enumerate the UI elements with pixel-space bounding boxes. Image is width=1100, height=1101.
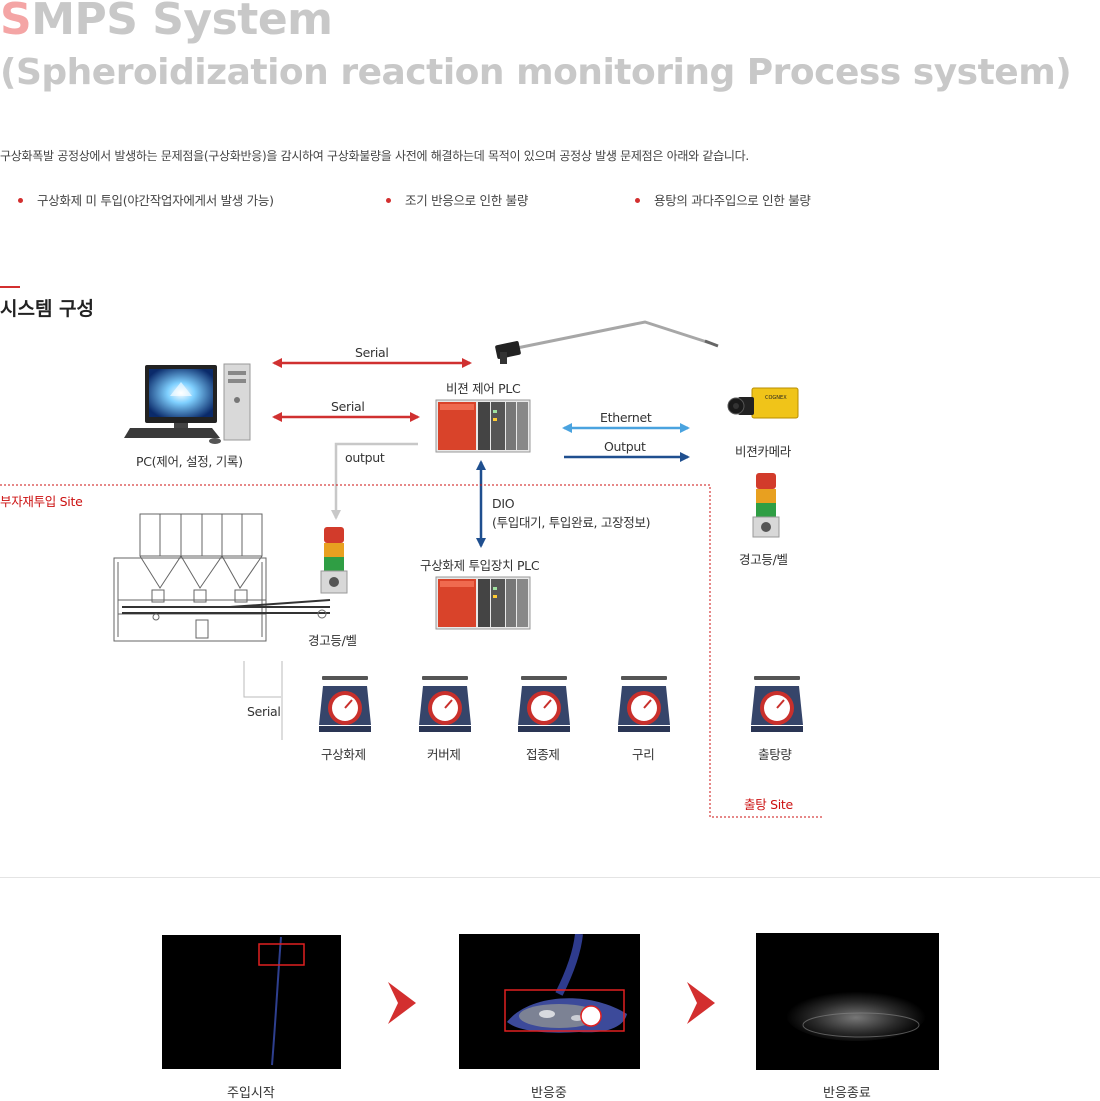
- signal-tower-icon: [752, 473, 780, 538]
- scale-label-inoculant: 접종제: [526, 747, 560, 762]
- bullet-dot-icon: [18, 198, 23, 203]
- system-diagram: COGNEX: [0, 320, 823, 818]
- step-caption-reacting: 반응중: [531, 1086, 567, 1101]
- warn-left-label: 경고등/벨: [308, 633, 357, 648]
- scale-label-cover: 커버제: [427, 747, 461, 762]
- serial-bottom-label: Serial: [247, 704, 281, 719]
- vision-plc-label: 비젼 제어 PLC: [446, 381, 521, 396]
- process-frame-start: [162, 935, 341, 1069]
- chevron-right-icon: [388, 982, 416, 1024]
- serial-top-label: Serial: [355, 345, 389, 360]
- output-right-label: Output: [604, 439, 646, 454]
- step-caption-start: 주입시작: [227, 1086, 275, 1101]
- site-material-label: 부자재투입 Site: [0, 494, 83, 509]
- scale-label-copper: 구리: [632, 747, 655, 762]
- site-tapping-label: 출탕 Site: [744, 797, 793, 812]
- plc-icon: [435, 576, 531, 630]
- step-caption-end: 반응종료: [823, 1086, 871, 1101]
- weighing-scale-icon: [751, 676, 803, 732]
- bullet-dot-icon: [386, 198, 391, 203]
- intro-text: 구상화폭발 공정상에서 발생하는 문제점을(구상화반응)을 감시하여 구상화불량…: [0, 149, 749, 163]
- tapping-scale: [751, 676, 803, 732]
- plc-icon: [435, 399, 531, 453]
- issue-item: 용탕의 과다주입으로 인한 불량: [635, 190, 811, 209]
- camera-brand: COGNEX: [765, 395, 787, 401]
- chevron-right-icon: [687, 982, 715, 1024]
- signal-tower-icon: [320, 527, 348, 594]
- title-accent-letter: S: [0, 0, 32, 45]
- vision-camera-label: 비젼카메라: [735, 444, 792, 459]
- section-accent-bar: [0, 286, 20, 288]
- weighing-scale-icon: [319, 676, 371, 732]
- desktop-pc-icon: [124, 363, 251, 444]
- issue-item: 조기 반응으로 인한 불량: [386, 190, 528, 209]
- weighing-scale-icon: [618, 676, 670, 732]
- dio-detail-label: (투입대기, 투입완료, 고장정보): [492, 515, 651, 530]
- section-divider: [0, 877, 1100, 878]
- process-frame-reacting: [459, 934, 640, 1069]
- serial-mid-label: Serial: [331, 399, 365, 414]
- dosing-plc-label: 구상화제 투입장치 PLC: [420, 558, 540, 573]
- weighing-scale-icon: [518, 676, 570, 732]
- output-left-label: output: [345, 450, 385, 465]
- site-boundary-line: [0, 484, 823, 818]
- issue-item: 구상화제 미 투입(야간작업자에게서 발생 가능): [18, 190, 274, 209]
- hopper-machine-icon: [113, 513, 331, 642]
- weighing-scale-icon: [419, 676, 471, 732]
- bullet-dot-icon: [635, 198, 640, 203]
- scale-label-spheroidizer: 구상화제: [321, 747, 366, 762]
- vision-camera-icon: [727, 387, 799, 419]
- pc-label: PC(제어, 설정, 기록): [136, 454, 243, 469]
- temperature-probe-icon: [495, 320, 719, 364]
- warn-right-label: 경고등/벨: [739, 552, 788, 567]
- section-title: 시스템 구성: [0, 298, 95, 320]
- page-subtitle: (Spheroidization reaction monitoring Pro…: [0, 52, 1072, 93]
- title-line1: MPS System: [31, 0, 333, 45]
- process-frame-end: [756, 933, 939, 1070]
- dio-label: DIO: [492, 496, 515, 511]
- output-left-arrow: [331, 442, 418, 520]
- ethernet-label: Ethernet: [600, 410, 652, 425]
- scale-label-tapping: 출탕량: [758, 747, 792, 762]
- page-title: SMPS System: [0, 0, 333, 45]
